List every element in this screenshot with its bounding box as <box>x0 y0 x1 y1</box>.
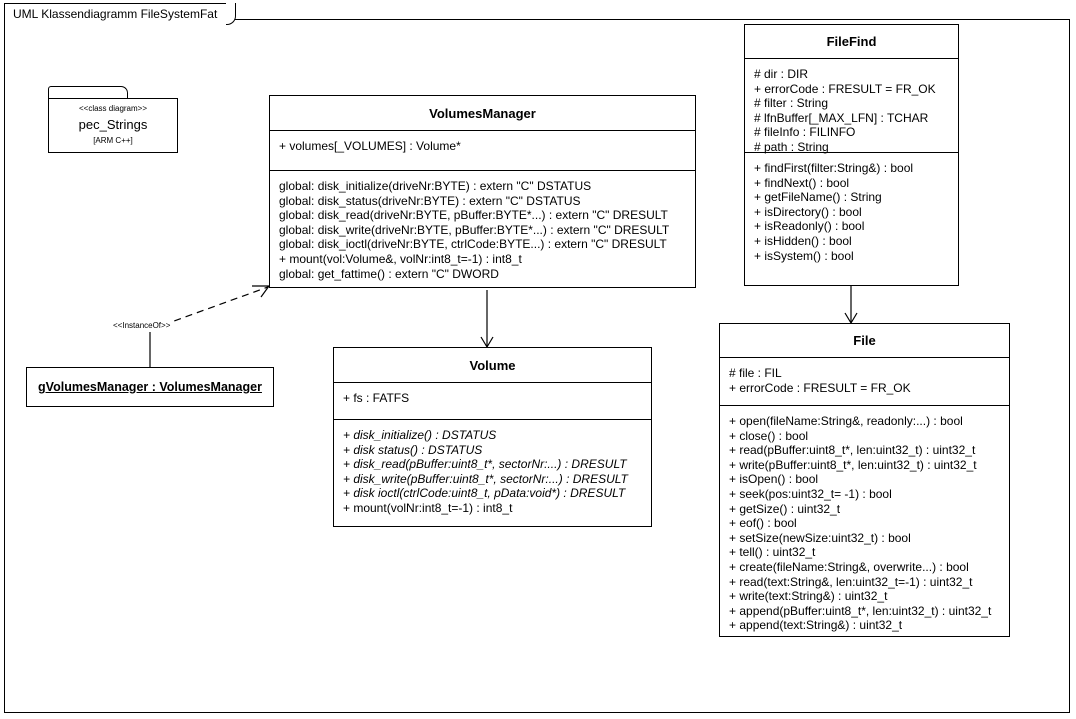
attribute-row: # path : String <box>754 139 829 154</box>
operation-row: + read(pBuffer:uint8_t*, len:uint32_t) :… <box>729 443 976 458</box>
operation-row: + append(pBuffer:uint8_t*, len:uint32_t)… <box>729 603 992 618</box>
operation-row: global: get_fattime() : extern "C" DWORD <box>279 266 499 281</box>
attribute-row: # file : FIL <box>729 366 782 380</box>
operation-row: + append(text:String&) : uint32_t <box>729 618 903 633</box>
class-file[interactable]: File # file : FIL + errorCode : FRESULT … <box>719 323 1010 637</box>
attribute-row: + fs : FATFS <box>343 391 410 405</box>
instanceof-stereotype-label: <<InstanceOf>> <box>112 321 172 330</box>
package-body: <<class diagram>> pec_Strings [ARM C++] <box>48 98 178 153</box>
operation-row: + seek(pos:uint32_t= -1) : bool <box>729 486 892 501</box>
operation-row: + getFileName() : String <box>754 190 882 205</box>
operation-row: + eof() : bool <box>729 516 797 531</box>
package-name: pec_Strings <box>78 117 148 132</box>
operation-row: + isOpen() : bool <box>729 472 819 487</box>
class-volume-operations: + disk_initialize() : DSTATUS + disk sta… <box>334 419 651 524</box>
class-volume-attributes: + fs : FATFS <box>334 383 651 419</box>
class-volume[interactable]: Volume + fs : FATFS + disk_initialize() … <box>333 347 652 527</box>
operation-row: global: disk_ioctl(driveNr:BYTE, ctrlCod… <box>279 237 667 252</box>
class-filefind-operations: + findFirst(filter:String&) : bool + fin… <box>745 152 958 271</box>
class-volume-title: Volume <box>334 348 651 383</box>
operation-row: + mount(volNr:int8_t=-1) : int8_t <box>343 500 513 515</box>
operation-row: global: disk_write(driveNr:BYTE, pBuffer… <box>279 222 670 237</box>
operation-row: + getSize() : uint32_t <box>729 501 841 516</box>
operation-row: global: disk_status(driveNr:BYTE) : exte… <box>279 193 581 208</box>
class-file-title: File <box>720 324 1009 358</box>
operation-row: + disk ioctl(ctrlCode:uint8_t, pData:voi… <box>343 486 626 501</box>
class-filefind[interactable]: FileFind # dir : DIR + errorCode : FRESU… <box>744 24 959 286</box>
operation-row: + isDirectory() : bool <box>754 204 862 219</box>
operation-row: + setSize(newSize:uint32_t) : bool <box>729 530 911 545</box>
attribute-row: + volumes[_VOLUMES] : Volume* <box>279 139 461 153</box>
operation-row: + close() : bool <box>729 428 809 443</box>
package-tab <box>48 86 128 99</box>
operation-row: + findFirst(filter:String&) : bool <box>754 161 914 175</box>
operation-row: + isHidden() : bool <box>754 233 852 248</box>
object-gvolumesmanager-label: gVolumesManager : VolumesManager <box>38 380 262 394</box>
operation-row: + create(fileName:String&, overwrite...)… <box>729 559 969 574</box>
operation-row: + write(text:String&) : uint32_t <box>729 589 888 604</box>
class-file-attributes: # file : FIL + errorCode : FRESULT = FR_… <box>720 358 1009 405</box>
attribute-row: + errorCode : FRESULT = FR_OK <box>729 380 911 395</box>
class-volumesmanager-operations: global: disk_initialize(driveNr:BYTE) : … <box>270 170 695 289</box>
operation-row: + read(text:String&, len:uint32_t=-1) : … <box>729 574 973 589</box>
operation-row: global: disk_initialize(driveNr:BYTE) : … <box>279 179 592 193</box>
operation-row: + mount(vol:Volume&, volNr:int8_t=-1) : … <box>279 251 522 266</box>
class-volumesmanager-title: VolumesManager <box>270 96 695 131</box>
class-file-operations: + open(fileName:String&, readonly:...) :… <box>720 405 1009 641</box>
operation-row: + isReadonly() : bool <box>754 219 865 234</box>
diagram-title: UML Klassendiagramm FileSystemFat <box>13 7 218 21</box>
operation-row: + disk_write(pBuffer:uint8_t*, sectorNr:… <box>343 471 628 486</box>
operation-row: + open(fileName:String&, readonly:...) :… <box>729 414 963 428</box>
object-gvolumesmanager[interactable]: gVolumesManager : VolumesManager <box>26 367 274 407</box>
operation-row: + tell() : uint32_t <box>729 545 816 560</box>
attribute-row: # filter : String <box>754 96 829 111</box>
operation-row: + isSystem() : bool <box>754 248 854 263</box>
attribute-row: # fileInfo : FILINFO <box>754 125 856 140</box>
operation-row: + disk_read(pBuffer:uint8_t*, sectorNr:.… <box>343 457 627 472</box>
package-stereotype: <<class diagram>> <box>78 104 148 113</box>
attribute-row: # lfnBuffer[_MAX_LFN] : TCHAR <box>754 110 929 125</box>
operation-row: global: disk_read(driveNr:BYTE, pBuffer:… <box>279 208 668 223</box>
class-filefind-attributes: # dir : DIR + errorCode : FRESULT = FR_O… <box>745 59 958 154</box>
package-language: [ARM C++] <box>93 136 133 145</box>
operation-row: + disk_initialize() : DSTATUS <box>343 428 497 442</box>
operation-row: + findNext() : bool <box>754 175 850 190</box>
diagram-title-tab: UML Klassendiagramm FileSystemFat <box>4 3 237 25</box>
attribute-row: # dir : DIR <box>754 67 809 81</box>
class-volumesmanager-attributes: + volumes[_VOLUMES] : Volume* <box>270 131 695 170</box>
class-filefind-title: FileFind <box>745 25 958 59</box>
class-volumesmanager[interactable]: VolumesManager + volumes[_VOLUMES] : Vol… <box>269 95 696 288</box>
operation-row: + write(pBuffer:uint8_t*, len:uint32_t) … <box>729 457 977 472</box>
attribute-row: + errorCode : FRESULT = FR_OK <box>754 81 936 96</box>
operation-row: + disk status() : DSTATUS <box>343 442 483 457</box>
